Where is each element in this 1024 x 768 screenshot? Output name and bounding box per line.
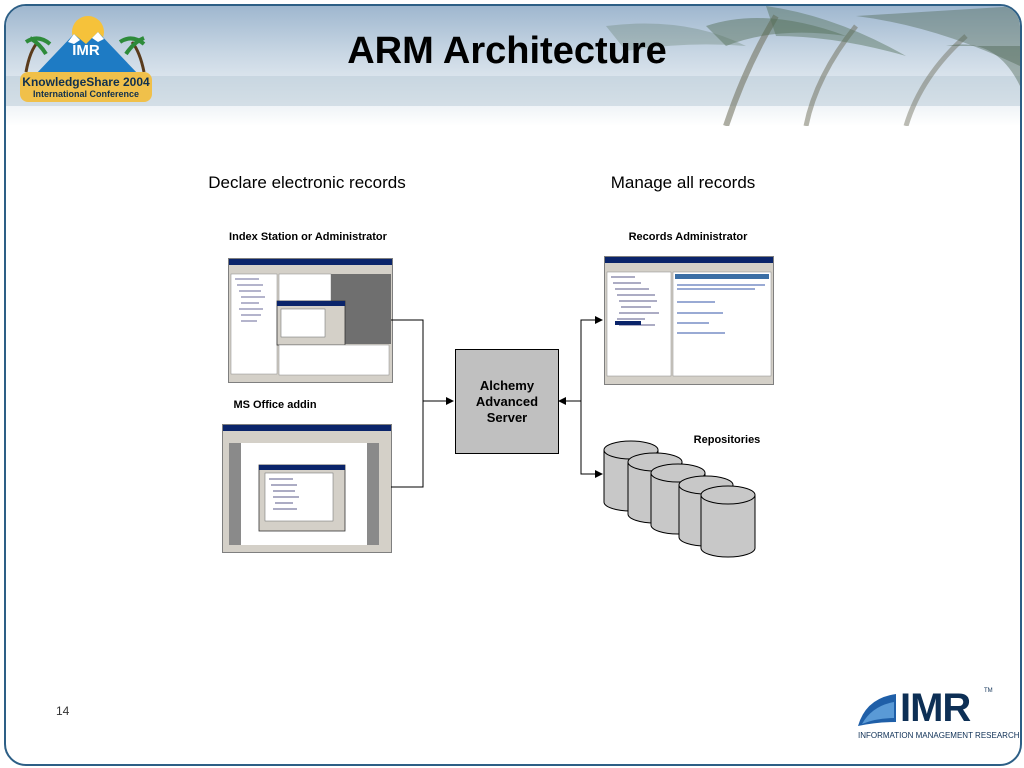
imr-company-logo: IMR TM INFORMATION MANAGEMENT RESEARCH (856, 686, 1020, 744)
imr-tagline: INFORMATION MANAGEMENT RESEARCH (858, 731, 1020, 740)
slide-title: ARM Architecture (347, 30, 667, 72)
index-station-screenshot (228, 258, 393, 383)
ms-office-addin-screenshot (222, 424, 392, 553)
logo-brand-text: IMR (72, 42, 100, 59)
slide-frame (4, 4, 1022, 766)
palm-beach-banner-image (6, 6, 1020, 126)
knowledgeshare-logo: IMR KnowledgeShare 2004 International Co… (16, 12, 154, 102)
records-administrator-screenshot (604, 256, 774, 385)
ms-office-addin-caption: MS Office addin (233, 399, 317, 411)
manage-records-heading: Manage all records (610, 173, 756, 192)
trademark-mark: TM (984, 688, 993, 694)
server-label: Alchemy Advanced Server (475, 377, 539, 425)
repositories-caption: Repositories (693, 434, 761, 446)
logo-conference-subtitle: International Conference (32, 89, 140, 99)
records-administrator-caption: Records Administrator (628, 231, 748, 243)
repositories-cylinders-icon (603, 440, 756, 558)
logo-conference-name: KnowledgeShare 2004 (22, 75, 150, 89)
imr-wordmark: IMR (900, 686, 971, 730)
alchemy-server-box: Alchemy Advanced Server (455, 349, 559, 454)
mountain-sun-logo-icon (20, 16, 152, 102)
declare-records-heading: Declare electronic records (208, 173, 406, 192)
right-connector-bracket (580, 319, 602, 475)
left-connector-bracket (391, 319, 424, 488)
imr-swoosh-icon (858, 694, 896, 726)
index-station-caption: Index Station or Administrator (229, 231, 387, 243)
header-banner (6, 6, 1020, 126)
page-number: 14 (56, 704, 70, 718)
